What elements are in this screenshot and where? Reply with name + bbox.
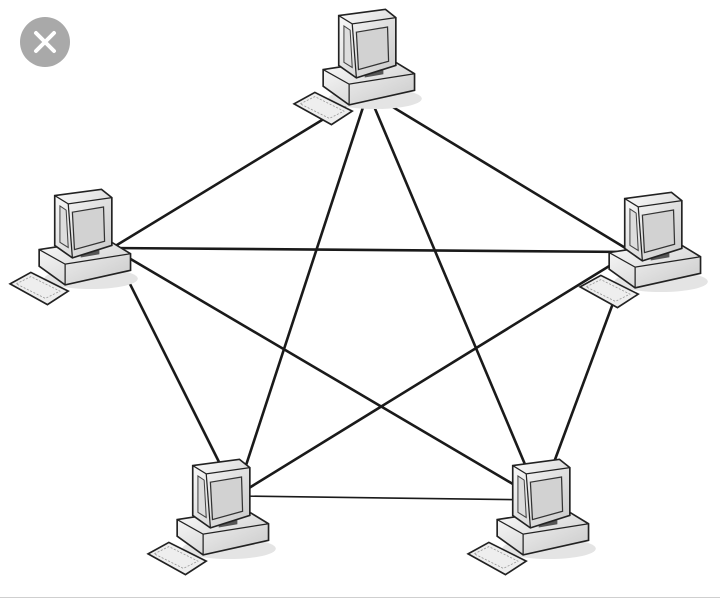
connection-bottom-left-bottom-right <box>235 495 541 501</box>
connection-left-bottom-right <box>111 246 541 502</box>
connection-left-right <box>111 246 633 254</box>
bottom-divider <box>0 597 720 598</box>
computer-bottom-left-icon <box>147 458 277 576</box>
computer-bottom-right-icon <box>467 458 597 576</box>
connection-left-bottom-left <box>110 247 238 497</box>
connection-top-bottom-left <box>234 91 370 497</box>
close-button[interactable] <box>20 17 70 67</box>
computer-right-icon <box>579 191 709 309</box>
connection-top-bottom-right <box>366 91 542 501</box>
computer-top-icon <box>293 8 423 126</box>
connection-top-right <box>367 90 633 254</box>
connection-right-bottom-left <box>235 250 633 498</box>
computer-left-icon <box>9 188 139 306</box>
close-icon <box>34 31 56 53</box>
